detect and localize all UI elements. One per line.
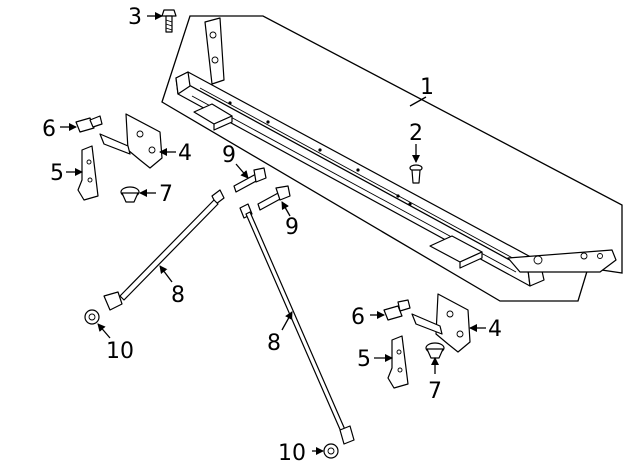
callout-2: 2 [409,121,423,146]
callout-4-lower: 4 [488,317,502,342]
callout-6-upper: 6 [42,117,56,142]
callout-9-upper: 9 [222,143,236,168]
callout-8-right: 8 [267,331,281,356]
part-9-bolt-lower [257,185,291,211]
callout-10-left: 10 [106,339,134,364]
part-4-bracket-lower [411,293,471,353]
part-7-nut-upper [120,186,140,203]
callout-5-upper: 5 [50,161,64,186]
callout-5-lower: 5 [357,347,371,372]
part-8-brace-left [103,189,225,311]
callout-9-lower: 9 [285,215,299,240]
callout-7-lower: 7 [428,379,442,404]
part-6-bolt-lower [383,299,411,321]
callout-8-left: 8 [171,283,185,308]
part-6-bolt-upper [75,115,103,133]
callout-6-lower: 6 [351,305,365,330]
part-5-bracket-upper [77,145,99,201]
callout-7-upper: 7 [159,182,173,207]
leader-lines [60,12,486,455]
part-10-nut-lower [323,443,339,459]
callout-1: 1 [420,75,434,100]
callout-4-upper: 4 [178,141,192,166]
part-3-bolt [161,9,177,33]
part-7-nut-lower [425,342,445,359]
part-1-cross-member [175,17,617,287]
part-2-clip [409,164,423,184]
part-4-bracket-upper [99,113,163,169]
part-8-brace-right [239,203,355,445]
callout-3: 3 [128,5,142,30]
part-9-bolt-upper [233,167,267,193]
part-5-bracket-lower [387,335,409,389]
part-10-nut-left [84,309,100,325]
callout-10-lower: 10 [278,441,306,466]
